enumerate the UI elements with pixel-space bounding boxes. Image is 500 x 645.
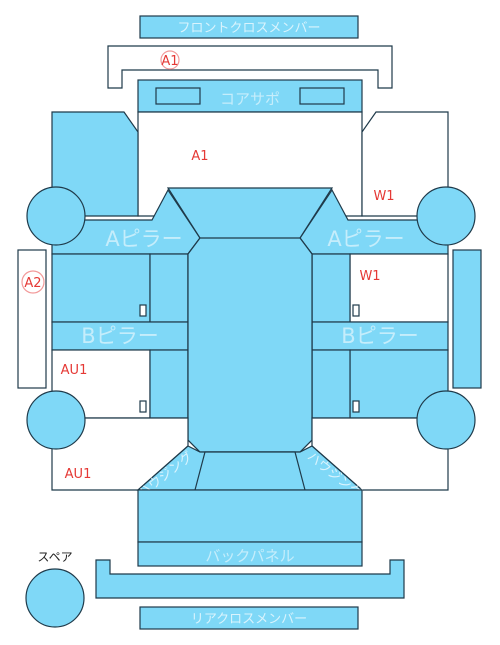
roof-panel [187, 237, 313, 453]
left-rocker-mark-circle [21, 270, 45, 294]
back-panel-label: バックパネル [205, 547, 294, 565]
right-a-pillar-label: Aピラー [327, 227, 404, 251]
front-cross-member-label: フロントクロスメンバー [177, 21, 320, 36]
rear-right-wheel [416, 390, 476, 450]
front-bumper-mark: A1 [161, 54, 178, 69]
front-cross-member [139, 15, 359, 39]
right-front-door-handle [352, 304, 360, 317]
left-front-door [51, 253, 151, 323]
right-rear-door-inner [311, 349, 351, 419]
right-front-door-inner [311, 253, 351, 323]
left-b-pillar-label: Bピラー [81, 324, 158, 348]
right-rocker [452, 249, 482, 389]
left-front-door-handle [139, 304, 147, 317]
right-front-fender-mark: W1 [373, 189, 394, 204]
core-support-right-slot [299, 87, 345, 105]
back-panel [137, 541, 363, 567]
rear-left-wheel [26, 390, 86, 450]
front-left-wheel [26, 186, 86, 246]
rear-cross-member-label: リアクロスメンバー [191, 612, 307, 627]
hood-mark: A1 [191, 149, 208, 164]
rear-bumper [95, 559, 405, 599]
rear-cross-member [139, 606, 359, 630]
left-rear-door-handle [139, 400, 147, 413]
core-support-left-slot [155, 87, 201, 105]
left-rear-door-mark: AU1 [61, 363, 88, 378]
core-support-label: コアサポ [220, 90, 280, 108]
right-rear-door-handle [352, 400, 360, 413]
front-bumper-outline [107, 45, 393, 89]
trunk-lid-inner [194, 451, 306, 491]
front-bumper-mark-circle [160, 50, 180, 70]
left-a-pillar-label: Aピラー [105, 227, 182, 251]
spare-tire [25, 568, 85, 628]
right-b-pillar-label: Bピラー [341, 324, 418, 348]
left-rear-door-inner [149, 349, 189, 419]
left-rocker-mark: A2 [24, 276, 41, 291]
rear-panel [137, 489, 363, 543]
left-rear-quarter-mark: AU1 [65, 467, 92, 482]
left-front-door-inner [149, 253, 189, 323]
right-front-fender-outline [361, 111, 449, 217]
right-front-door-mark: W1 [359, 269, 380, 284]
spare-tire-label: スペア [37, 550, 72, 564]
front-right-wheel [416, 186, 476, 246]
right-front-door-outline [349, 253, 449, 323]
